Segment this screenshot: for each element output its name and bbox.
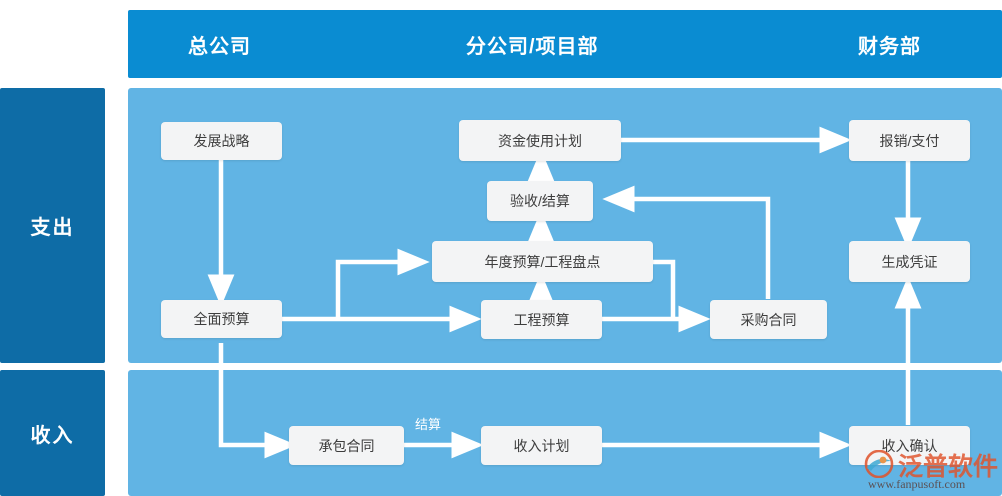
node-income-confirmation[interactable]: 收入确认 bbox=[849, 426, 970, 465]
node-annual-budget-project-inventory[interactable]: 年度预算/工程盘点 bbox=[432, 241, 653, 282]
row-label-income: 收入 bbox=[0, 370, 105, 496]
node-generate-voucher[interactable]: 生成凭证 bbox=[849, 241, 970, 282]
node-contracting-contract[interactable]: 承包合同 bbox=[289, 426, 404, 465]
edge-label-settlement: 结算 bbox=[415, 417, 442, 432]
node-comprehensive-budget[interactable]: 全面预算 bbox=[161, 300, 282, 338]
column-header-branch-project: 分公司/项目部 bbox=[466, 35, 599, 58]
node-project-budget[interactable]: 工程预算 bbox=[481, 300, 602, 339]
node-development-strategy[interactable]: 发展战略 bbox=[161, 122, 282, 160]
row-label-expenditure: 支出 bbox=[0, 88, 105, 363]
node-reimbursement-payment[interactable]: 报销/支付 bbox=[849, 120, 970, 161]
column-header-finance: 财务部 bbox=[858, 35, 921, 58]
node-fund-usage-plan[interactable]: 资金使用计划 bbox=[459, 120, 621, 161]
node-income-plan[interactable]: 收入计划 bbox=[481, 426, 602, 465]
node-acceptance-settlement[interactable]: 验收/结算 bbox=[487, 181, 593, 221]
column-header-head-office: 总公司 bbox=[188, 35, 251, 58]
node-procurement-contract[interactable]: 采购合同 bbox=[710, 300, 827, 339]
column-header-bar: 总公司 分公司/项目部 财务部 bbox=[128, 10, 1002, 78]
